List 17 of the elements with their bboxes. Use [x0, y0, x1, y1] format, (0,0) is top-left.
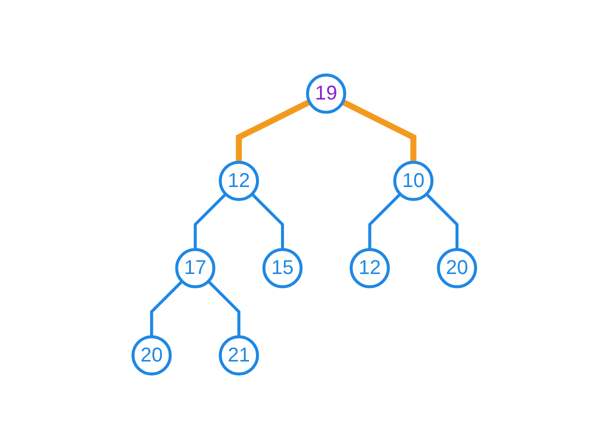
connector [150, 280, 183, 336]
connector [193, 192, 226, 249]
connector [236, 98, 310, 162]
connector [368, 192, 401, 249]
node-circle: 20 [436, 248, 477, 288]
node-circle: 21 [218, 334, 259, 375]
connector [250, 192, 284, 249]
connector [207, 280, 240, 336]
node-circle: 12 [349, 248, 390, 288]
node-circle: 12 [218, 160, 259, 200]
node-circle: 19 [306, 73, 346, 114]
node-circle: 15 [262, 248, 302, 288]
node-circle: 17 [174, 248, 216, 288]
node-circle: 10 [392, 160, 434, 200]
node-circle: 20 [131, 334, 172, 375]
connector [341, 98, 416, 162]
connector [425, 192, 458, 249]
